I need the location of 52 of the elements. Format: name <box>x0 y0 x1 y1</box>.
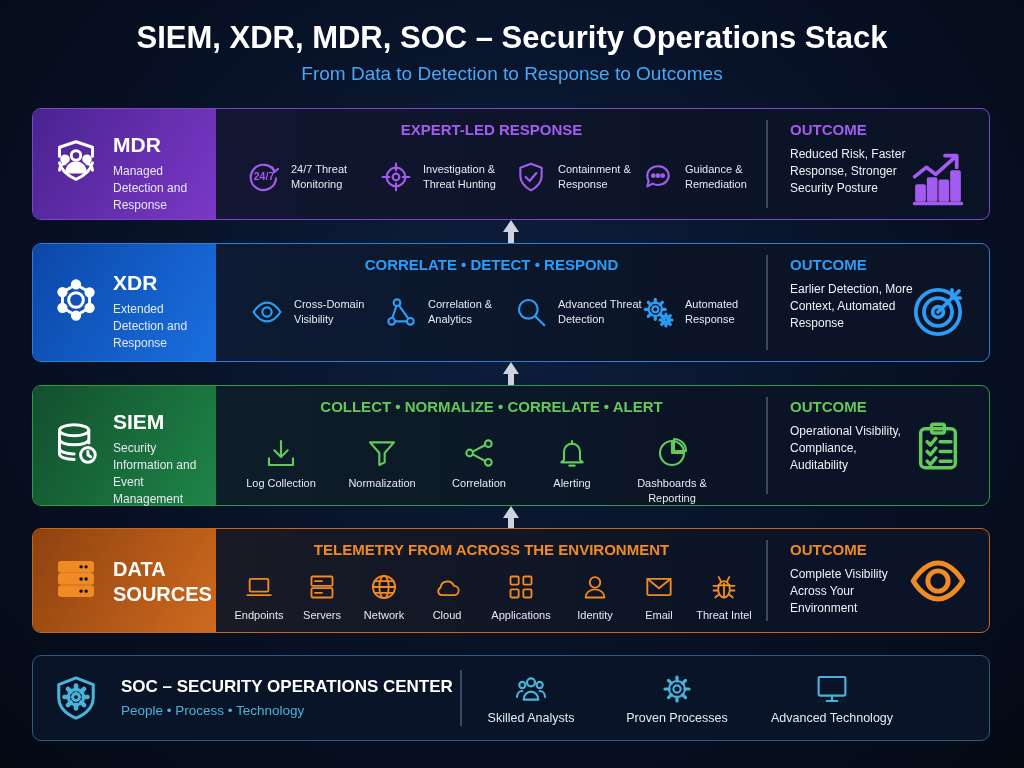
subtitle: From Data to Detection to Response to Outcomes <box>300 63 724 85</box>
layer-band <box>32 108 990 220</box>
item-label: Threat Intel <box>695 608 753 623</box>
item-label: Cross-Domain Visibility <box>294 297 366 327</box>
outcome-text: Operational Visibility, Compliance, Auditability <box>790 423 902 474</box>
layer-title: DATA SOURCES <box>113 557 209 607</box>
layer-heading: TELEMETRY FROM ACROSS THE ENVIRONMENT <box>312 541 671 558</box>
arrow <box>503 506 519 528</box>
layer-title: MDR <box>113 132 162 157</box>
layer-band <box>32 385 990 506</box>
layer-heading: COLLECT • NORMALIZE • CORRELATE • ALERT <box>319 398 664 415</box>
item-label: Proven Processes <box>625 711 729 726</box>
item-label: Applications <box>490 608 552 623</box>
layer-title: XDR <box>113 270 159 295</box>
layer-heading: EXPERT-LED RESPONSE <box>399 121 584 138</box>
item-label: Guidance & Remediation <box>685 162 748 192</box>
title: SIEM, XDR, MDR, SOC – Security Operations Stack <box>135 20 889 56</box>
item-label: Identity <box>576 608 614 623</box>
item-label: Correlation <box>451 476 507 491</box>
outcome-heading: OUTCOME <box>790 398 867 415</box>
layer-title: SIEM <box>113 409 166 434</box>
layer-band <box>32 528 990 633</box>
outcome-heading: OUTCOME <box>790 121 867 138</box>
item-label: Alerting <box>552 476 592 491</box>
item-label: Containment & Response <box>558 162 632 192</box>
item-label: Advanced Threat Detection <box>558 297 642 327</box>
item-label: Skilled Analysts <box>486 711 576 726</box>
layer-subtitle: Managed Detection and Response <box>113 163 189 214</box>
icon-text: 24/7 <box>252 170 276 182</box>
item-label: 24/7 Threat Monitoring <box>291 162 349 192</box>
outcome-heading: OUTCOME <box>790 256 867 273</box>
outcome-text: Earlier Detection, More Context, Automated Response <box>790 281 914 332</box>
item-label: Normalization <box>347 476 417 491</box>
item-label: Advanced Technology <box>769 711 895 726</box>
item-label: Dashboards & Reporting <box>636 476 708 506</box>
item-label: Log Collection <box>245 476 317 491</box>
item-label: Correlation & Analytics <box>428 297 494 327</box>
outcome-text: Complete Visibility Across Your Environment <box>790 566 889 617</box>
arrow <box>503 362 519 385</box>
item-label: Endpoints <box>233 608 285 623</box>
layer-subtitle: People • Process • Technology <box>121 703 305 718</box>
layer-heading: CORRELATE • DETECT • RESPOND <box>363 256 620 273</box>
layer-subtitle: Extended Detection and Response <box>113 301 189 352</box>
layer-band <box>32 655 990 741</box>
layer-subtitle: Security Information and Event Management <box>113 440 198 508</box>
layer-band <box>32 243 990 362</box>
outcome-heading: OUTCOME <box>790 541 867 558</box>
arrow <box>503 220 519 243</box>
item-label: Automated Response <box>685 297 740 327</box>
outcome-text: Reduced Risk, Faster Response, Stronger Security Posture <box>790 146 907 197</box>
item-label: Investigation & Threat Hunting <box>423 162 497 192</box>
layer-title: SOC – SECURITY OPERATIONS CENTER <box>121 677 453 697</box>
